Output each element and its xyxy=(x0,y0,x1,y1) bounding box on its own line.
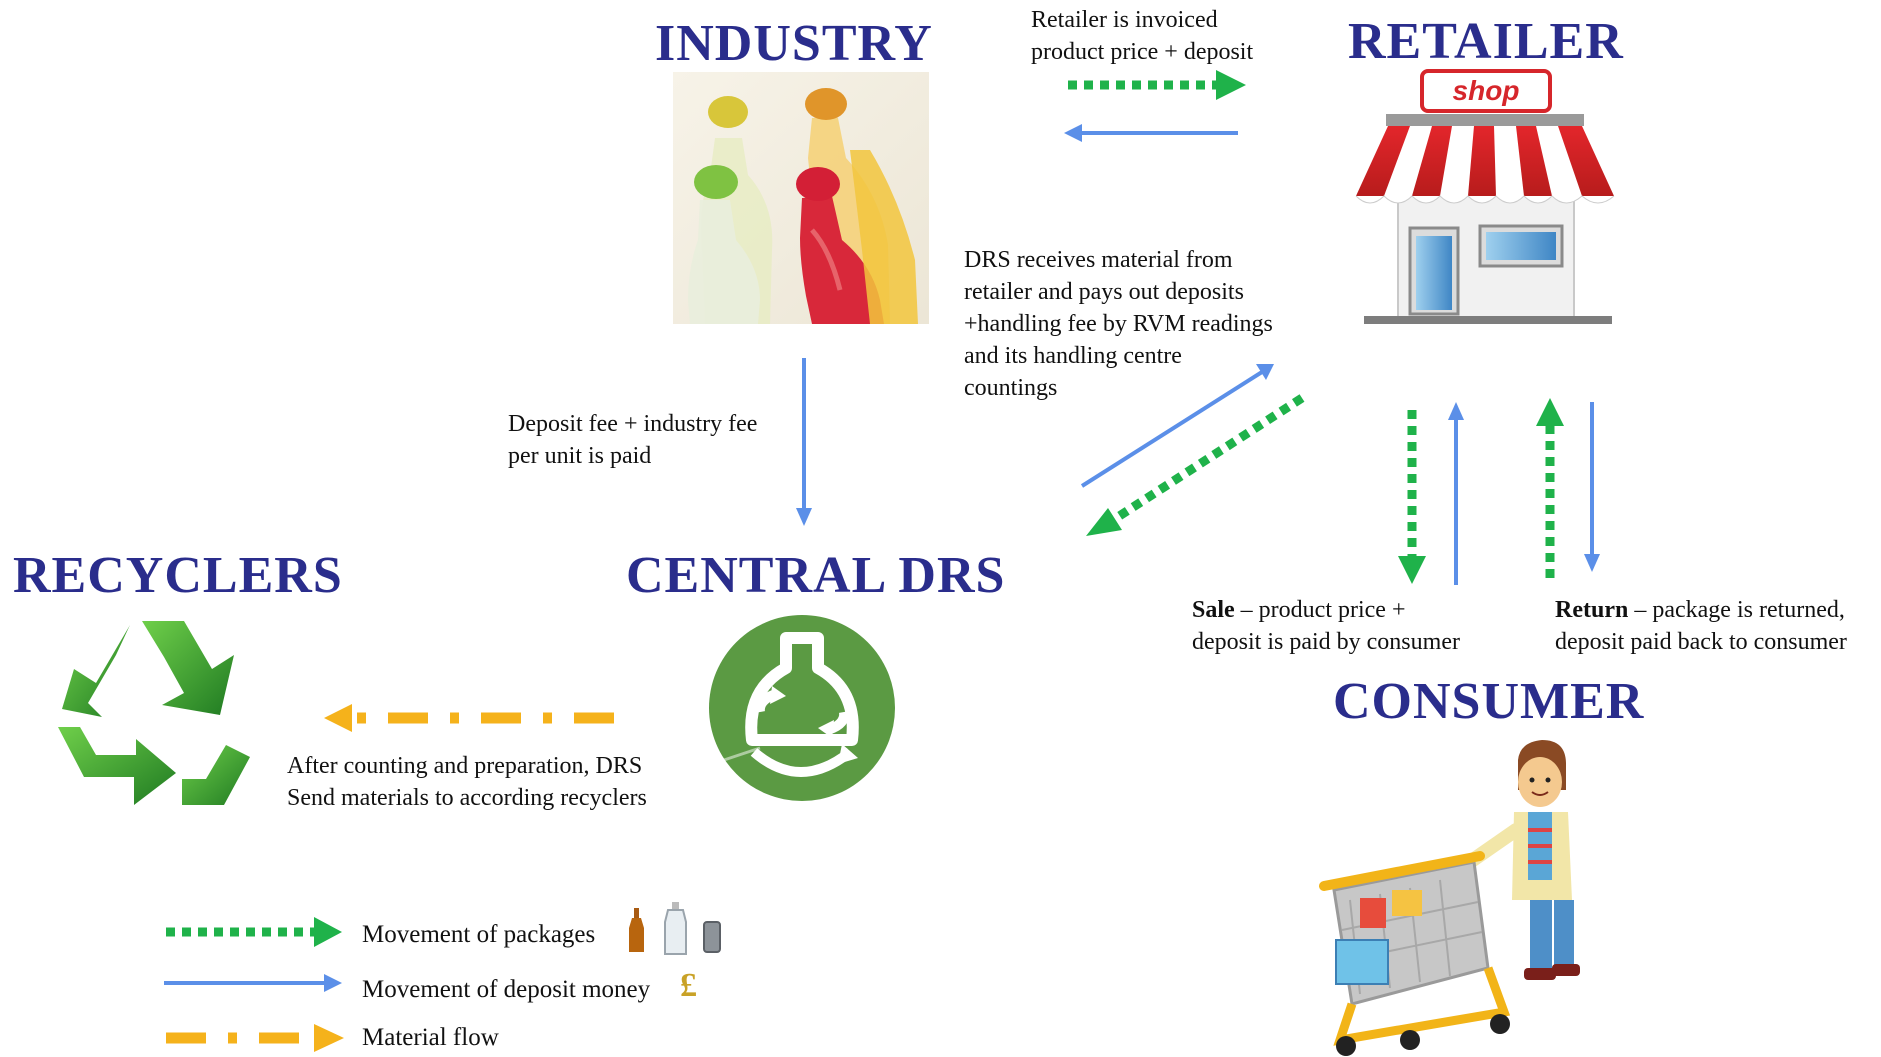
coin-icon: £ xyxy=(680,967,697,1004)
arrow-retailer-to-consumer-packages xyxy=(1398,410,1426,584)
consumer-title: CONSUMER xyxy=(1333,673,1645,730)
consumer-cart-icon xyxy=(1319,740,1580,1056)
bottle-icon xyxy=(629,908,644,952)
arrow-drs-to-recyclers-material xyxy=(324,704,614,732)
retailer-title: RETAILER xyxy=(1348,13,1624,70)
recyclers-title: RECYCLERS xyxy=(13,547,343,604)
arrow-consumer-to-retailer-packages xyxy=(1536,398,1564,578)
shop-sign-text: shop xyxy=(1453,75,1520,106)
can-icon xyxy=(703,921,721,953)
legend-money-swatch xyxy=(164,974,342,992)
arrow-consumer-to-retailer-money xyxy=(1448,402,1464,585)
legend-material-swatch xyxy=(166,1024,344,1052)
drs-receives-label: DRS receives material from retailer and … xyxy=(964,247,1273,401)
return-bold: Return xyxy=(1555,597,1629,623)
arrow-industry-to-retailer-packages xyxy=(1068,70,1246,100)
legend-material-label: Material flow xyxy=(362,1024,499,1051)
industry-title: INDUSTRY xyxy=(655,15,933,72)
legend-money-label: Movement of deposit money xyxy=(362,976,651,1003)
central-drs-title: CENTRAL DRS xyxy=(626,547,1006,604)
recycle-icon xyxy=(58,621,250,805)
drs-logo-icon xyxy=(709,615,895,801)
arrow-retailer-to-drs-packages xyxy=(1086,394,1305,536)
retailer-invoiced-label: Retailer is invoiced product price + dep… xyxy=(1031,7,1254,65)
return-label: Return – package is returned, deposit pa… xyxy=(1555,594,1847,658)
sale-rest: – product price + deposit is paid by con… xyxy=(1192,597,1460,655)
plastic-bottle-icon xyxy=(664,902,687,955)
bottles-photo xyxy=(673,72,929,324)
shop-icon: shop xyxy=(1355,69,1615,324)
arrow-drs-to-retailer-money xyxy=(1080,364,1274,488)
arrow-retailer-to-consumer-money xyxy=(1584,402,1600,572)
legend-packages-label: Movement of packages xyxy=(362,921,596,948)
sale-bold: Sale xyxy=(1192,597,1235,623)
sale-label: Sale – product price + deposit is paid b… xyxy=(1192,594,1460,658)
arrow-retailer-to-industry-money xyxy=(1064,124,1238,142)
after-counting-label: After counting and preparation, DRS Send… xyxy=(287,753,647,811)
legend-packages-swatch xyxy=(166,917,342,947)
arrow-industry-to-drs-money xyxy=(796,358,812,526)
money-symbol: £ xyxy=(680,967,697,1004)
legend: £ xyxy=(164,902,721,1052)
deposit-fee-label: Deposit fee + industry fee per unit is p… xyxy=(508,411,758,469)
return-rest: – package is returned, deposit paid back… xyxy=(1555,597,1847,655)
